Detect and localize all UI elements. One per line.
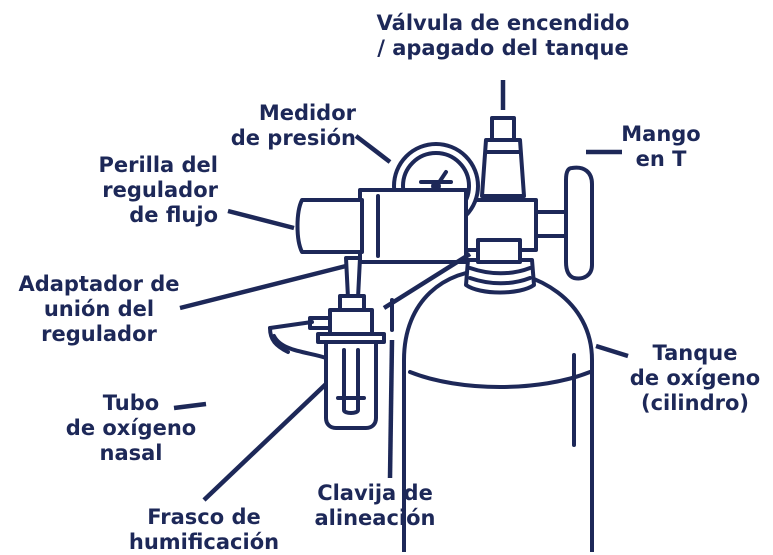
leader-lines: [173, 80, 629, 502]
gauge-label-line-1: Medidor: [258, 101, 356, 125]
tank-label-line-1: Tanque: [652, 341, 738, 365]
pin-label-line-2: alineación: [314, 506, 436, 530]
pin-label-line-1: Clavija de: [317, 481, 433, 505]
tank-label: Tanque de oxígeno (cilindro): [620, 341, 770, 416]
valve-label-line-2: / apagado del tanque: [377, 36, 629, 60]
humidifier-label-line-1: Frasco de: [147, 505, 261, 529]
gauge-label: Medidor de presión: [196, 101, 356, 151]
nasal-tube-label: Tubo de oxígeno nasal: [56, 391, 206, 466]
adapter-label-line-3: regulador: [41, 322, 157, 346]
t-handle-label-line-2: en T: [635, 147, 687, 171]
oxygen-tank-illustration: [402, 258, 594, 552]
nasal-tube-label-line-1: Tubo: [102, 391, 160, 415]
humidifier-label-line-2: humificación: [128, 530, 280, 554]
gauge-label-line-2: de presión: [230, 126, 356, 150]
flow-knob-label-line-1: Perilla del: [98, 153, 218, 177]
adapter-label: Adaptador de unión del regulador: [6, 272, 192, 347]
flow-knob-label-line-3: de flujo: [129, 203, 218, 227]
tank-label-line-2: de oxígeno: [629, 366, 761, 390]
t-handle-label-line-1: Mango: [621, 122, 701, 146]
nasal-tube-label-line-3: nasal: [99, 441, 163, 465]
nasal-tube-label-line-2: de oxígeno: [65, 416, 197, 440]
flow-knob-label: Perilla del regulador de flujo: [60, 153, 218, 228]
flow-knob-illustration: [295, 188, 468, 264]
tank-label-line-3: (cilindro): [640, 391, 749, 415]
valve-label: Válvula de encendido / apagado del tanqu…: [368, 11, 638, 61]
adapter-label-line-1: Adaptador de: [18, 272, 180, 296]
flow-knob-label-line-2: regulador: [102, 178, 218, 202]
adapter-label-line-2: unión del: [43, 297, 155, 321]
regulator-yoke-illustration: [460, 116, 594, 281]
humidifier-illustration: [268, 256, 386, 430]
pin-label: Clavija de alineación: [300, 481, 450, 531]
humidifier-label: Frasco de humificación: [116, 505, 292, 555]
valve-label-line-1: Válvula de encendido: [376, 11, 630, 35]
t-handle-label: Mango en T: [606, 122, 716, 172]
